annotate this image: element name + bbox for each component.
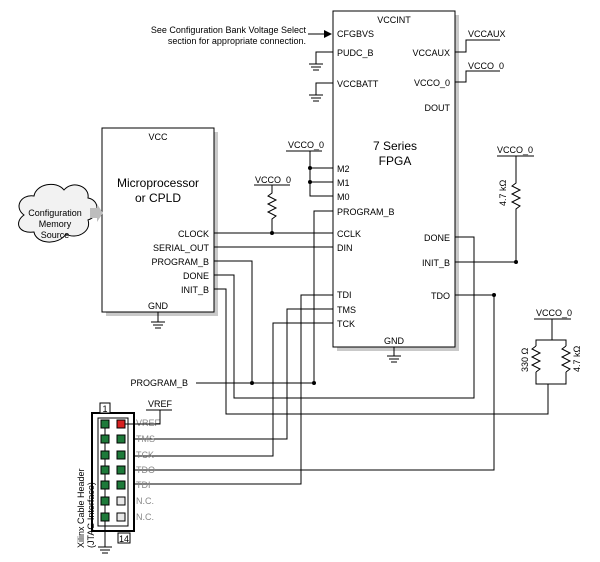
header-pin-nc-2: N.C.: [136, 512, 154, 522]
cloud-arrow: [90, 204, 103, 222]
fpga-top-grounds: [309, 51, 333, 102]
micro-title-line1: Microprocessor: [117, 176, 199, 190]
fpga-right-supplies: VCCAUX VCCO_0: [455, 29, 506, 83]
micro-pin-clock: CLOCK: [178, 229, 209, 239]
micro-vcc-label: VCC: [148, 132, 168, 142]
micro-title-line2: or CPLD: [135, 191, 181, 205]
note-line-2: section for appropriate connection.: [168, 36, 306, 46]
fpga-pin-program-b: PROGRAM_B: [337, 207, 395, 217]
vcco-pullup-label: VCCO_0: [255, 175, 291, 185]
micro-pin-done: DONE: [183, 271, 209, 281]
r-init-label: 4.7 kΩ: [498, 179, 508, 206]
fpga-pin-pudc-b: PUDC_B: [337, 48, 374, 58]
fpga-pin-dout: DOUT: [425, 103, 451, 113]
cloud-line-3: Source: [41, 230, 70, 240]
header-pin-tms: TMS: [136, 434, 155, 444]
fpga-title-line2: FPGA: [379, 154, 412, 168]
micro-gnd-label: GND: [148, 301, 169, 311]
fpga-pin-vccaux: VCCAUX: [412, 48, 450, 58]
fpga-vccint-label: VCCINT: [377, 15, 411, 25]
header-pin-tdo: TDO: [136, 465, 155, 475]
header-pin-tdi: TDI: [136, 480, 151, 490]
micro-pin-serial-out: SERIAL_OUT: [153, 243, 210, 253]
fpga-block: VCCINT 7 Series FPGA GND CFGBVS PUDC_B V…: [332, 10, 459, 351]
fpga-pin-tms: TMS: [337, 305, 356, 315]
header-pin-tck: TCK: [136, 450, 154, 460]
fpga-gnd-label: GND: [384, 336, 405, 346]
header-pin-1-label: 1: [102, 404, 107, 414]
init-pullup: VCCO_0 4.7 kΩ: [497, 145, 534, 262]
vcco-mode-label: VCCO_0: [288, 140, 324, 150]
fpga-pin-vcco-0: VCCO_0: [414, 78, 450, 88]
microprocessor-block: VCC Microprocessor or CPLD GND CLOCK SER…: [101, 127, 218, 316]
fpga-pin-tck: TCK: [337, 319, 355, 329]
mode-pins-net: VCCO_0: [286, 140, 333, 197]
fpga-pin-tdo: TDO: [431, 291, 450, 301]
r-330-label: 330 Ω: [520, 347, 530, 372]
cloud-line-2: Memory: [39, 219, 72, 229]
fpga-pin-m0: M0: [337, 192, 350, 202]
program-b-net-label: PROGRAM_B: [130, 378, 188, 388]
vccaux-supply-label: VCCAUX: [468, 29, 506, 39]
fpga-pin-m2: M2: [337, 164, 350, 174]
fpga-pin-cfgbvs: CFGBVS: [337, 29, 374, 39]
vcco-right-supply-label: VCCO_0: [468, 61, 504, 71]
config-memory-cloud: Configuration Memory Source: [18, 183, 103, 243]
cloud-line-1: Configuration: [28, 208, 82, 218]
fpga-pin-din: DIN: [337, 243, 353, 253]
fpga-pin-m1: M1: [337, 178, 350, 188]
fpga-pin-vccbatt: VCCBATT: [337, 79, 379, 89]
vref-supply-label: VREF: [148, 399, 173, 409]
fpga-pin-init-b: INIT_B: [422, 258, 450, 268]
fpga-pin-done: DONE: [424, 233, 450, 243]
header-pin-14-label: 14: [119, 534, 129, 544]
fpga-pin-cclk: CCLK: [337, 229, 361, 239]
micro-pin-init-b: INIT_B: [181, 285, 209, 295]
vcco-done-label: VCCO_0: [536, 308, 572, 318]
done-pullup: VCCO_0 330 Ω 4.7 kΩ: [520, 308, 582, 385]
fpga-pin-tdi: TDI: [337, 290, 352, 300]
header-pin-vref: VREF: [136, 418, 161, 428]
vcco-init-label: VCCO_0: [497, 145, 533, 155]
fpga-ground: [387, 347, 401, 363]
header-pin-nc-1: N.C.: [136, 496, 154, 506]
micro-ground: [151, 312, 165, 329]
signal-wires: PROGRAM_B: [130, 210, 549, 485]
header-caption-line1: Xilinx Cable Header: [76, 468, 86, 548]
header-caption-line2: (JTAG Interface): [86, 482, 96, 548]
program-pullup: VCCO_0: [254, 175, 291, 235]
note-line-1: See Configuration Bank Voltage Select: [151, 25, 307, 35]
r-done-label: 4.7 kΩ: [572, 345, 582, 372]
micro-pin-program-b: PROGRAM_B: [151, 257, 209, 267]
jtag-header: 1 14 Xilinx Cable Header (JTAG Interface…: [76, 399, 173, 554]
fpga-title-line1: 7 Series: [373, 139, 417, 153]
